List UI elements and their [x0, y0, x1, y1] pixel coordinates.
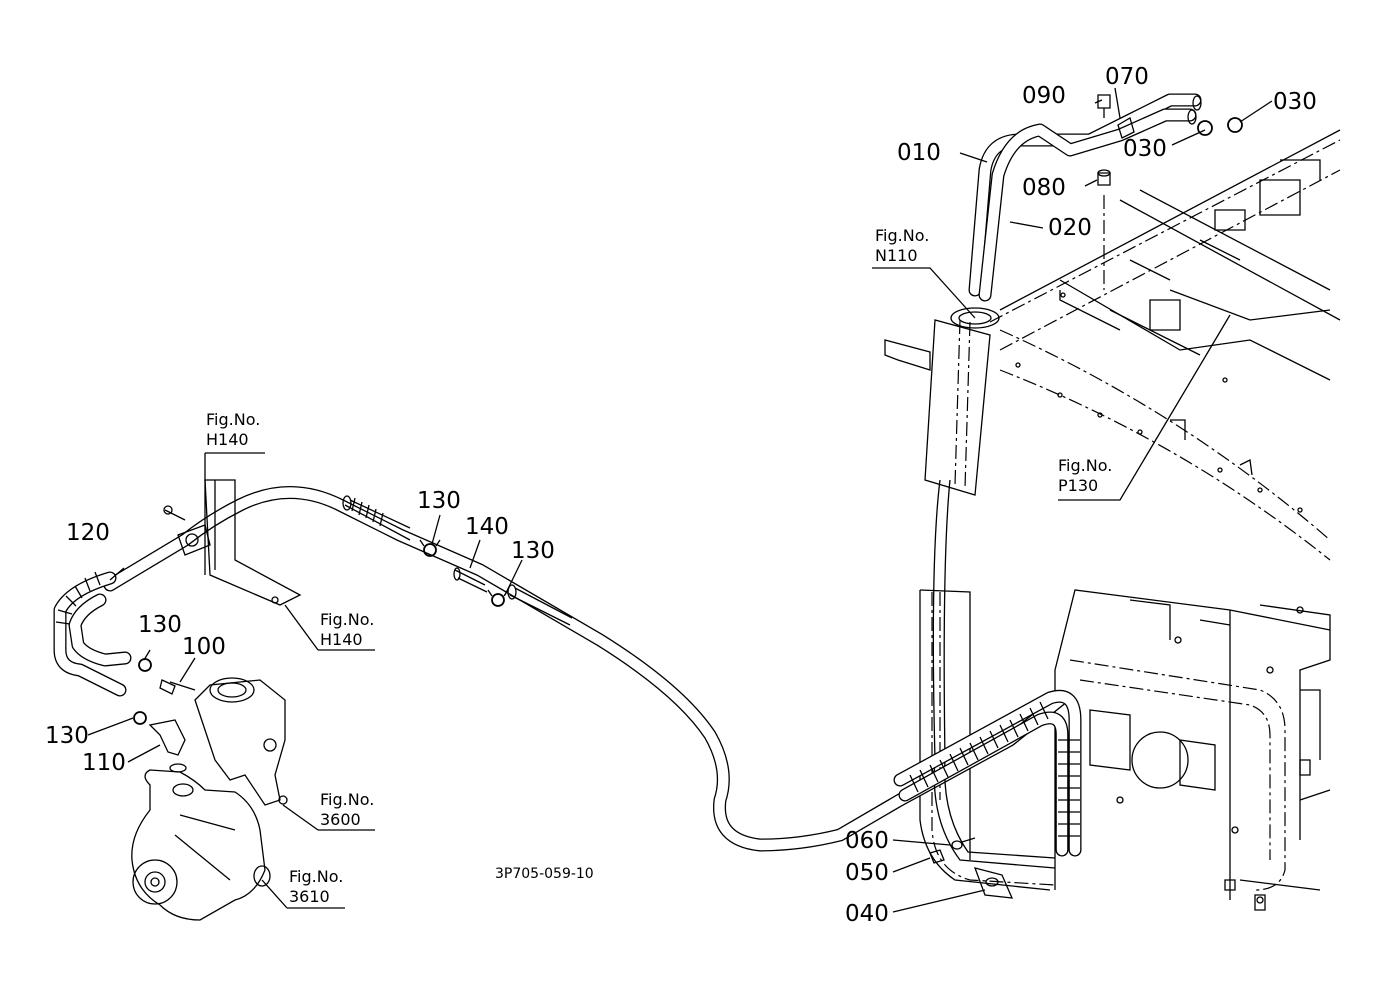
label-part-010: 010 — [897, 140, 941, 166]
bracket-h140 — [163, 479, 302, 606]
label-part-080: 080 — [1022, 175, 1066, 201]
fig-ref-h140-top: Fig.No. H140 — [206, 410, 260, 450]
fig-ref-title: Fig.No. — [289, 867, 344, 886]
fig-ref-number: 3610 — [289, 887, 330, 906]
leader-lines — [87, 87, 1273, 913]
coil-sleeve-left — [53, 571, 132, 697]
fig-ref-number: 3600 — [320, 810, 361, 829]
frame-top-right — [884, 129, 1341, 561]
fig-ref-n110: Fig.No. N110 — [875, 226, 929, 266]
fig-ref-p130: Fig.No. P130 — [1058, 456, 1112, 496]
label-part-030-left: 030 — [1123, 136, 1167, 162]
label-part-090: 090 — [1022, 83, 1066, 109]
frame-bottom-right — [1054, 589, 1331, 911]
guide-tube-upper — [924, 307, 1000, 496]
fig-ref-title: Fig.No. — [206, 410, 261, 429]
fig-ref-number: P130 — [1058, 476, 1099, 495]
valve-3600 — [159, 677, 288, 806]
fig-ref-h140-bottom: Fig.No. H140 — [320, 610, 374, 650]
main-hose — [103, 479, 1067, 869]
label-part-130-b: 130 — [45, 723, 89, 749]
fig-ref-number: H140 — [320, 630, 363, 649]
fig-ref-3610: Fig.No. 3610 — [289, 867, 343, 907]
label-part-120: 120 — [66, 520, 110, 546]
fig-ref-title: Fig.No. — [875, 226, 930, 245]
label-part-030-right: 030 — [1273, 89, 1317, 115]
hose-sleeve-middle — [342, 495, 573, 626]
fig-ref-number: N110 — [875, 246, 918, 265]
guide-tube-lower — [919, 589, 1056, 891]
hose-010-020 — [968, 93, 1202, 302]
water-pump-3610 — [131, 769, 271, 921]
fig-ref-title: Fig.No. — [320, 790, 375, 809]
label-part-130-a: 130 — [138, 612, 182, 638]
parts-040-050-060 — [929, 837, 1014, 899]
label-part-070: 070 — [1105, 64, 1149, 90]
fitting-110 — [148, 719, 187, 773]
coil-sleeve-right — [893, 689, 1082, 857]
label-part-060: 060 — [845, 828, 889, 854]
label-part-100: 100 — [182, 634, 226, 660]
parts-030-070-080-090 — [1097, 94, 1243, 290]
label-part-140: 140 — [465, 514, 509, 540]
label-part-130-c: 130 — [417, 488, 461, 514]
label-part-040: 040 — [845, 901, 889, 927]
label-part-020: 020 — [1048, 215, 1092, 241]
label-part-050: 050 — [845, 860, 889, 886]
label-part-130-d: 130 — [511, 538, 555, 564]
fig-ref-title: Fig.No. — [1058, 456, 1113, 475]
fig-ref-title: Fig.No. — [320, 610, 375, 629]
label-part-110: 110 — [82, 750, 126, 776]
fig-ref-3600: Fig.No. 3600 — [320, 790, 374, 830]
fig-ref-number: H140 — [206, 430, 249, 449]
drawing-code: 3P705-059-10 — [495, 866, 594, 882]
